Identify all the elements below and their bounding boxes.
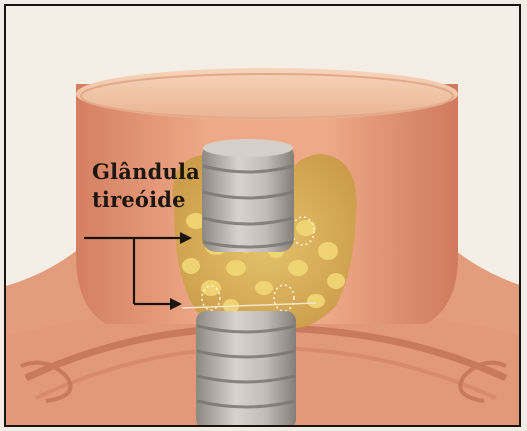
illustration-frame: Glândula tireóide — [4, 4, 521, 427]
trachea — [202, 139, 294, 252]
label-line-2: tireóide — [92, 186, 200, 214]
neck-thyroid-illustration — [6, 6, 521, 427]
trachea-lower — [196, 311, 296, 427]
thyroid-label: Glândula tireóide — [92, 158, 200, 214]
label-line-1: Glândula — [92, 158, 200, 186]
